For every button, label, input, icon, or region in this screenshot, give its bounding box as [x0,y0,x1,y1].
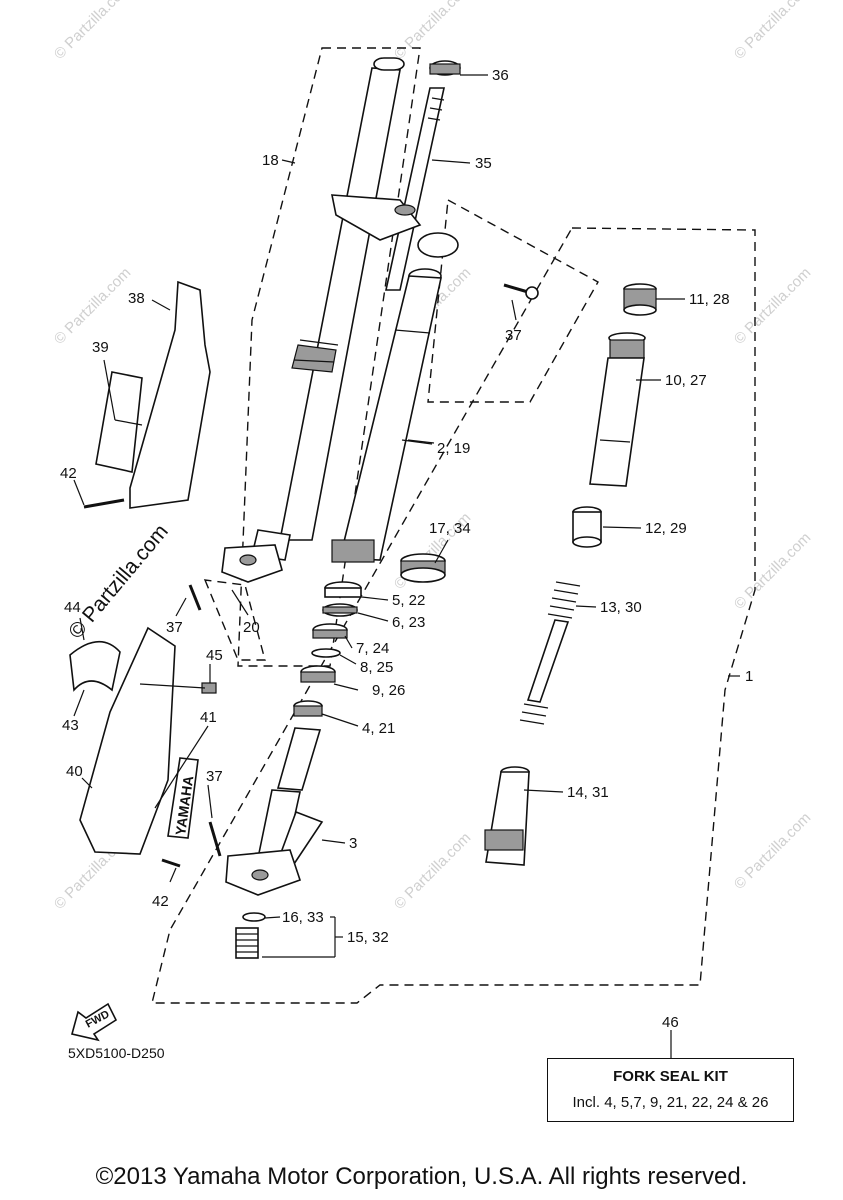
label-18: 18 [262,152,279,169]
watermark: © Partzilla.com [391,829,474,912]
outline-group-18 [237,47,421,667]
label-1: 1 [745,668,753,685]
watermark: © Partzilla.com [391,0,474,63]
spacer-12-29 [572,506,602,548]
label-37-lower: 37 [206,768,223,785]
clip-8-25 [311,648,341,658]
part-labels: 36 35 18 38 39 42 11, 28 10, 27 37 2, 19… [60,67,753,1031]
bolt-42-bottom [161,858,181,868]
spring-13-30 [519,581,581,725]
label-13-30: 13, 30 [600,599,642,616]
label-9-26: 9, 26 [372,682,405,699]
watermark: © Partzilla.com [51,0,134,63]
fwd-arrow-icon: FWD [71,1002,118,1042]
bushing-6-23 [322,603,358,617]
steering-stem-35 [385,87,445,291]
handle-clamp-36 [429,60,461,76]
clamp-43-44 [69,640,121,692]
washer-16-33 [242,912,266,922]
label-3: 3 [349,835,357,852]
fork-protector-38 [129,280,211,509]
leader-lines [73,74,740,1058]
axle-holder-20 [221,544,283,583]
label-8-25: 8, 25 [360,659,393,676]
label-20: 20 [243,619,260,636]
label-12-29: 12, 29 [645,520,687,537]
label-6-23: 6, 23 [392,614,425,631]
oil-seal-5-22 [324,581,362,598]
watermark: © Partzilla.com [731,809,814,892]
slide-metal-9-26 [300,665,336,683]
label-5-22: 5, 22 [392,592,425,609]
outer-tube-lower-3 [225,727,324,896]
label-35: 35 [475,155,492,172]
kit-includes: Incl. 4, 5,7, 9, 21, 22, 24 & 26 [572,1094,769,1111]
slide-metal-4-21 [293,700,323,717]
watermark: © Partzilla.com [731,264,814,347]
bolt-42-top [83,498,125,509]
label-42-bottom: 42 [152,893,169,910]
bolt-37-left [188,584,202,611]
label-44: 44 [64,599,81,616]
label-17-34: 17, 34 [429,520,471,537]
label-15-32: 15, 32 [347,929,389,946]
label-16-33: 16, 33 [282,909,324,926]
label-39: 39 [92,339,109,356]
watermark: © Partzilla.com [51,264,134,347]
fork-seal-kit-box: FORK SEAL KIT Incl. 4, 5,7, 9, 21, 22, 2… [547,1058,794,1122]
cap-11-28 [623,283,657,316]
outer-tube-18 [251,57,405,561]
label-40: 40 [66,763,83,780]
bolt-37-lower [208,821,222,857]
piston-14-31 [484,766,530,866]
label-7-24: 7, 24 [356,640,389,657]
label-43: 43 [62,717,79,734]
label-4-21: 4, 21 [362,720,395,737]
decal-39 [95,371,143,473]
label-11-28: 11, 28 [689,291,730,308]
outline-group-1 [151,227,756,1004]
inner-tube-2-19 [331,268,442,563]
kit-title: FORK SEAL KIT [613,1068,728,1085]
label-45: 45 [206,647,223,664]
label-38: 38 [128,290,145,307]
outline-bracket-20 [203,579,266,661]
label-37-left: 37 [166,619,183,636]
bolt-37 [503,283,539,300]
watermark: © Partzilla.com [731,529,814,612]
triple-clamp [331,194,459,258]
dust-seal-17-34 [400,553,446,583]
label-46: 46 [662,1014,679,1031]
label-42-top: 42 [60,465,77,482]
label-14-31: 14, 31 [567,784,609,801]
diagram-code: 5XD5100-D250 [68,1045,165,1061]
outline-steering-group [427,198,599,403]
washer-7-24 [312,623,348,639]
label-41: 41 [200,709,217,726]
watermark: © Partzilla.com [731,0,814,63]
bolt-15-32 [235,927,259,959]
label-10-27: 10, 27 [665,372,707,389]
label-37-top: 37 [505,327,522,344]
label-36: 36 [492,67,509,84]
watermark-main: © Partzilla.com [64,520,173,643]
yamaha-decal-41: YAMAHA [167,757,199,839]
damper-rod-10-27 [589,332,646,487]
copyright-footer: ©2013 Yamaha Motor Corporation, U.S.A. A… [95,1163,748,1190]
label-2-19: 2, 19 [437,440,470,457]
